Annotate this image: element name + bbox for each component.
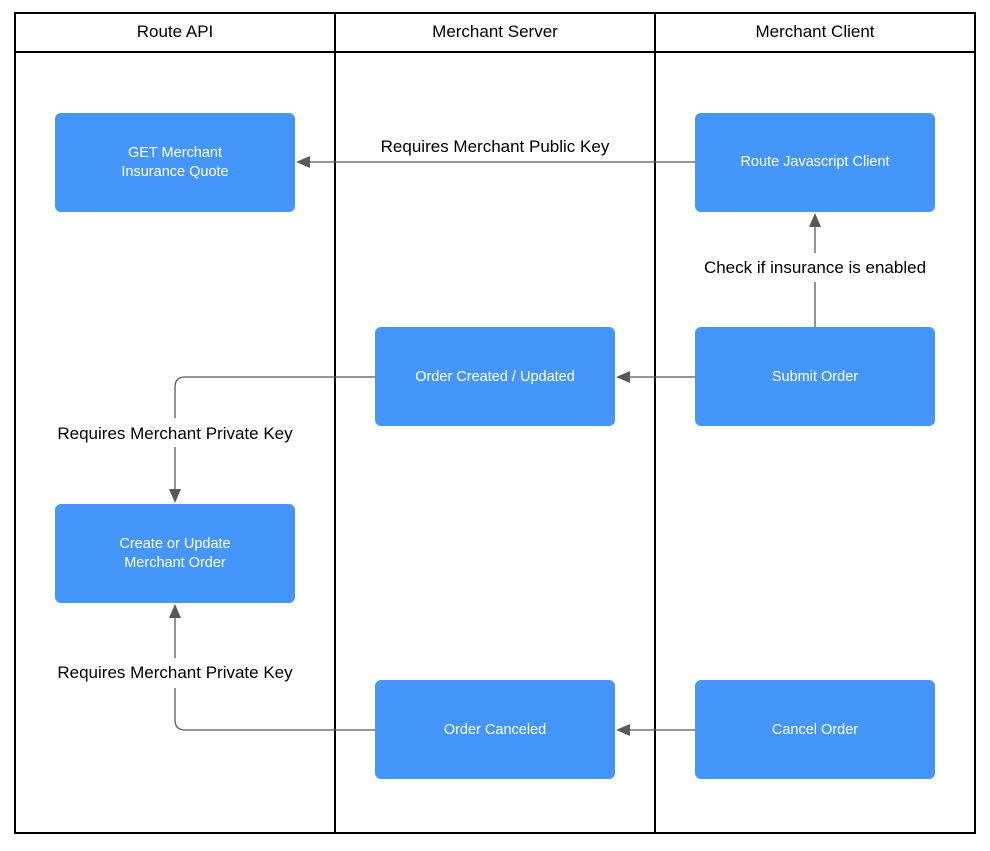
edges — [169, 156, 821, 736]
node-cancel-order-label: Cancel Order — [772, 722, 858, 738]
node-create-update-order[interactable]: Create or Update Merchant Order — [55, 504, 295, 603]
node-create-update-order-line-2: Merchant Order — [124, 555, 226, 571]
node-get-quote-line-1: GET Merchant — [128, 145, 222, 161]
node-route-js-client-label: Route Javascript Client — [740, 154, 889, 170]
edge-cancel-to-server-arrowhead — [616, 724, 630, 736]
edge-private-key-cancel-arrowhead — [169, 604, 181, 618]
node-order-created-updated-box[interactable] — [375, 327, 615, 426]
diagram-outer-border — [14, 12, 976, 834]
node-submit-order-box[interactable] — [695, 327, 935, 426]
edge-label-private-key-update: Requires Merchant Private Key — [57, 424, 293, 443]
edge-private-key-update — [174, 376, 375, 490]
node-cancel-order[interactable]: Cancel Order — [695, 680, 935, 779]
node-submit-order-label: Submit Order — [772, 369, 858, 385]
node-create-update-order-line-1: Create or Update — [119, 536, 230, 552]
lane-title-merchant-client: Merchant Client — [755, 22, 874, 41]
edge-label-public-key: Requires Merchant Public Key — [381, 137, 610, 156]
edge-label-insurance-check: Check if insurance is enabled — [704, 258, 926, 277]
node-order-created-updated-label: Order Created / Updated — [415, 369, 575, 385]
node-route-js-client[interactable]: Route Javascript Client — [695, 113, 935, 212]
edge-public-key-arrowhead — [296, 156, 310, 168]
node-get-quote-line-2: Insurance Quote — [121, 164, 228, 180]
node-order-canceled-box[interactable] — [375, 680, 615, 779]
lane-titles: Route API Merchant Server Merchant Clien… — [137, 22, 875, 41]
edge-labels: Requires Merchant Public Key Check if in… — [57, 137, 926, 682]
node-order-canceled-label: Order Canceled — [444, 722, 546, 738]
edge-submit-to-server-arrowhead — [616, 371, 630, 383]
edge-label-private-key-cancel: Requires Merchant Private Key — [57, 663, 293, 682]
lane-title-merchant-server: Merchant Server — [432, 22, 558, 41]
swimlane-frame — [14, 12, 976, 834]
edge-private-key-update-arrowhead — [169, 489, 181, 503]
nodes: GET Merchant Insurance Quote Route Javas… — [55, 113, 935, 779]
node-submit-order[interactable]: Submit Order — [695, 327, 935, 426]
node-cancel-order-box[interactable] — [695, 680, 935, 779]
edge-insurance-check-arrowhead — [809, 213, 821, 227]
node-order-canceled[interactable]: Order Canceled — [375, 680, 615, 779]
node-order-created-updated[interactable]: Order Created / Updated — [375, 327, 615, 426]
node-get-quote-box[interactable] — [55, 113, 295, 212]
edge-private-key-cancel — [174, 617, 375, 731]
lane-title-route-api: Route API — [137, 22, 214, 41]
node-get-quote[interactable]: GET Merchant Insurance Quote — [55, 113, 295, 212]
node-route-js-client-box[interactable] — [695, 113, 935, 212]
node-create-update-order-box[interactable] — [55, 504, 295, 603]
